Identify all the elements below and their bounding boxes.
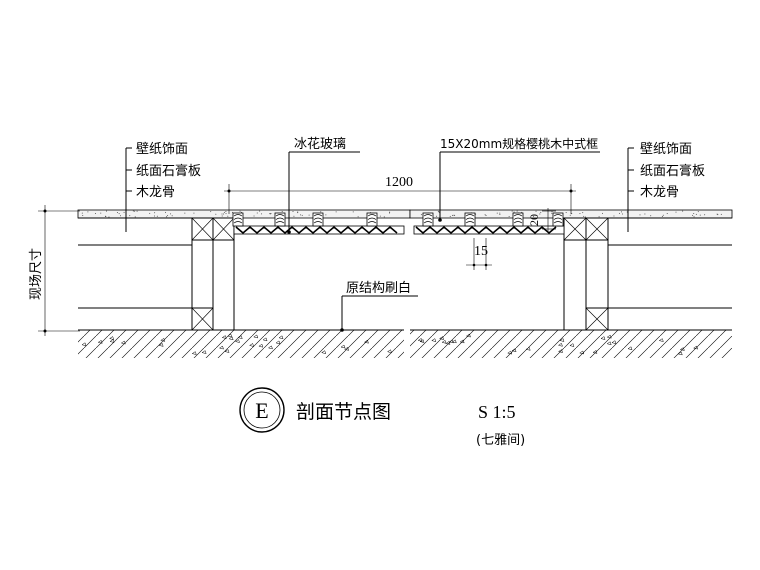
label-keel-left: 木龙骨	[136, 185, 175, 200]
dim-site-size-label: 现场尺寸	[29, 248, 44, 300]
frame-profile	[552, 212, 564, 227]
drawing-scale: S 1:5	[478, 402, 516, 422]
cherry-wood-frames	[232, 212, 564, 227]
structure-slab-right	[410, 329, 732, 358]
dim-frame-width-value: 15	[474, 244, 488, 259]
left-timber-post	[191, 217, 235, 331]
label-wallpaper-left: 壁纸饰面	[136, 142, 188, 157]
label-keel-right: 木龙骨	[640, 185, 679, 200]
leader-right-stack	[627, 147, 634, 232]
frame-profile	[464, 212, 476, 227]
structure-slab-left	[78, 329, 404, 358]
ice-glass-panel-right	[413, 225, 565, 235]
right-wall-layers	[608, 217, 732, 331]
label-gypsum-left: 纸面石膏板	[136, 163, 201, 179]
frame-profile	[512, 212, 524, 227]
label-frame-spec: 15X20mm规格樱桃木中式框	[440, 136, 598, 151]
frame-profile	[422, 212, 434, 227]
top-finish-left	[77, 209, 411, 219]
frame-profile	[312, 212, 324, 227]
leader-left-stack	[125, 147, 132, 232]
section-marker-letter: E	[255, 398, 268, 423]
ice-glass-panel-left	[233, 225, 405, 235]
frame-profile	[274, 212, 286, 227]
slab-aggregate	[81, 333, 699, 356]
dim-frame-width	[466, 238, 492, 270]
leader-frame-spec	[438, 151, 600, 222]
frame-profile	[366, 212, 378, 227]
label-ice-glass: 冰花玻璃	[294, 136, 346, 152]
drawing-title: 剖面节点图	[296, 401, 391, 423]
label-original-structure: 原结构刷白	[346, 280, 411, 296]
leader-original-structure	[340, 295, 418, 332]
leader-ice-glass	[287, 151, 360, 234]
dim-frame-height	[542, 208, 556, 232]
dim-span	[224, 184, 576, 214]
section-marker: E	[239, 387, 285, 433]
dim-site-size	[38, 205, 80, 336]
label-gypsum-right: 纸面石膏板	[640, 163, 705, 179]
drawing-room: (七雅间)	[476, 433, 525, 448]
left-wall-layers	[78, 217, 192, 331]
cavity-lines	[233, 240, 565, 330]
right-timber-post	[563, 217, 609, 331]
label-wallpaper-right: 壁纸饰面	[640, 142, 692, 157]
dim-frame-height-value: 20	[527, 214, 541, 226]
dim-span-value: 1200	[385, 175, 413, 190]
frame-profile	[232, 212, 244, 227]
